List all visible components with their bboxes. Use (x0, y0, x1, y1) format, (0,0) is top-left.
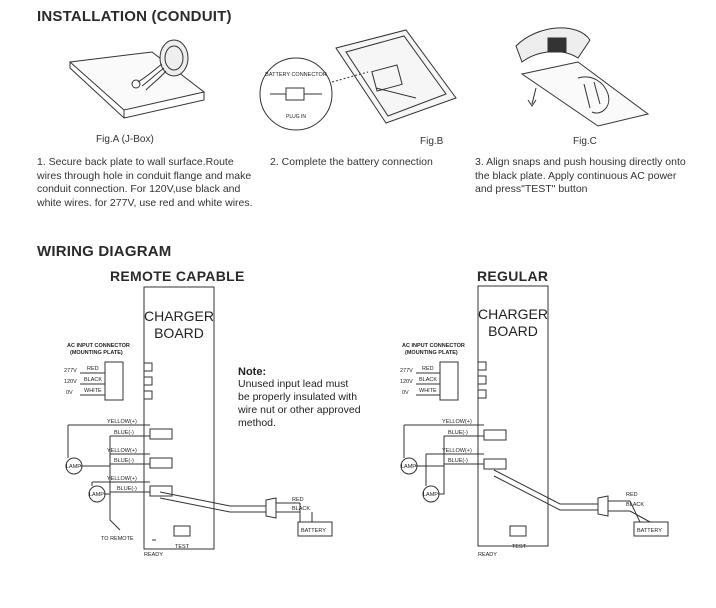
regular-lamp-2-label: LAMP (423, 492, 438, 498)
regular-batt-black: BLACK (626, 502, 644, 508)
fig-a-jbox-drawing (68, 39, 206, 119)
regular-black: BLACK (419, 377, 437, 383)
regular-lamp-1-label: LAMP (401, 464, 416, 470)
wiring-title: WIRING DIAGRAM (37, 243, 172, 260)
remote-battery-label: BATTERY (301, 528, 326, 534)
remote-board-title: CHARGER BOARD (144, 308, 214, 342)
remote-charger-board (143, 286, 215, 550)
regular-yellow-1: YELLOW(+) (442, 419, 472, 425)
regular-blue-1: BLUE(-) (448, 430, 468, 436)
regular-v120: 120V (400, 379, 413, 385)
remote-board-line1: CHARGER (144, 308, 215, 324)
regular-yellow-2: YELLOW(+) (442, 448, 472, 454)
remote-red: RED (87, 366, 99, 372)
remote-black: BLACK (84, 377, 102, 383)
remote-blue-3: BLUE(-) (117, 486, 137, 492)
remote-ac-label-2: (MOUNTING PLATE) (70, 350, 123, 356)
remote-ready: READY (144, 552, 163, 558)
step-1-text: 1. Secure back plate to wall surface.Rou… (37, 156, 253, 209)
note-title: Note: (238, 366, 267, 378)
regular-board-line1: CHARGER (478, 306, 549, 322)
remote-yellow-3: YELLOW(+) (107, 476, 137, 482)
regular-test: TEST (512, 544, 527, 550)
remote-batt-black: BLACK (292, 506, 310, 512)
regular-ac-input-connector (439, 361, 459, 401)
fig-b-caption: Fig.B (420, 136, 444, 147)
remote-v120: 120V (64, 379, 77, 385)
remote-battery (297, 521, 333, 537)
remote-white: WHITE (84, 388, 102, 394)
remote-blue-1: BLUE(-) (114, 430, 134, 436)
regular-ac-label-1: AC INPUT CONNECTOR (402, 343, 465, 349)
regular-white: WHITE (419, 388, 437, 394)
remote-lamp-1-label: LAMP (66, 464, 81, 470)
fig-a-caption: Fig.A (J-Box) (96, 134, 154, 145)
regular-v277: 277V (400, 368, 413, 374)
regular-board-title: CHARGER BOARD (478, 306, 548, 340)
regular-red: RED (422, 366, 434, 372)
fig-c-caption: Fig.C (573, 136, 597, 147)
fig-c-drawing (515, 27, 650, 127)
remote-blue-2: BLUE(-) (114, 458, 134, 464)
remote-yellow-2: YELLOW(+) (107, 448, 137, 454)
step-3-text: 3. Align snaps and push housing directly… (475, 156, 686, 195)
remote-ac-input-connector (104, 361, 124, 401)
regular-batt-red: RED (626, 492, 638, 498)
remote-board-line2: BOARD (154, 325, 204, 341)
note-line-2: be properly insulated with (238, 391, 358, 403)
fig-b-drawing: BATTERY CONNECTOR PLUG IN (259, 29, 457, 131)
remote-batt-red: RED (292, 497, 304, 503)
remote-yellow-1: YELLOW(+) (107, 419, 137, 425)
remote-capable-title: REMOTE CAPABLE (110, 268, 245, 284)
step-2-text: 2. Complete the battery connection (270, 156, 433, 168)
note-block: Note: Unused input lead must be properly… (238, 366, 378, 430)
note-line-3: wire nut or other approved (238, 404, 361, 416)
battery-connector-label: BATTERY CONNECTOR (265, 72, 327, 78)
remote-lamp-2-label: LAMP (89, 492, 104, 498)
installation-title: INSTALLATION (CONDUIT) (37, 8, 232, 25)
regular-battery (633, 521, 669, 537)
note-line-4: method. (238, 417, 276, 429)
remote-test: TEST (175, 544, 190, 550)
remote-ac-label-1: AC INPUT CONNECTOR (67, 343, 130, 349)
regular-ac-label-2: (MOUNTING PLATE) (405, 350, 458, 356)
remote-v0: 0V (66, 390, 73, 396)
regular-board-line2: BOARD (488, 323, 538, 339)
regular-ready: READY (478, 552, 497, 558)
regular-v0: 0V (402, 390, 409, 396)
remote-to-remote: TO REMOTE (101, 536, 134, 542)
plug-in-label: PLUG IN (286, 114, 306, 120)
remote-v277: 277V (64, 368, 77, 374)
regular-title: REGULAR (477, 268, 549, 284)
regular-blue-2: BLUE(-) (448, 458, 468, 464)
note-line-1: Unused input lead must (238, 378, 349, 390)
regular-battery-label: BATTERY (637, 528, 662, 534)
regular-charger-board (477, 285, 549, 547)
